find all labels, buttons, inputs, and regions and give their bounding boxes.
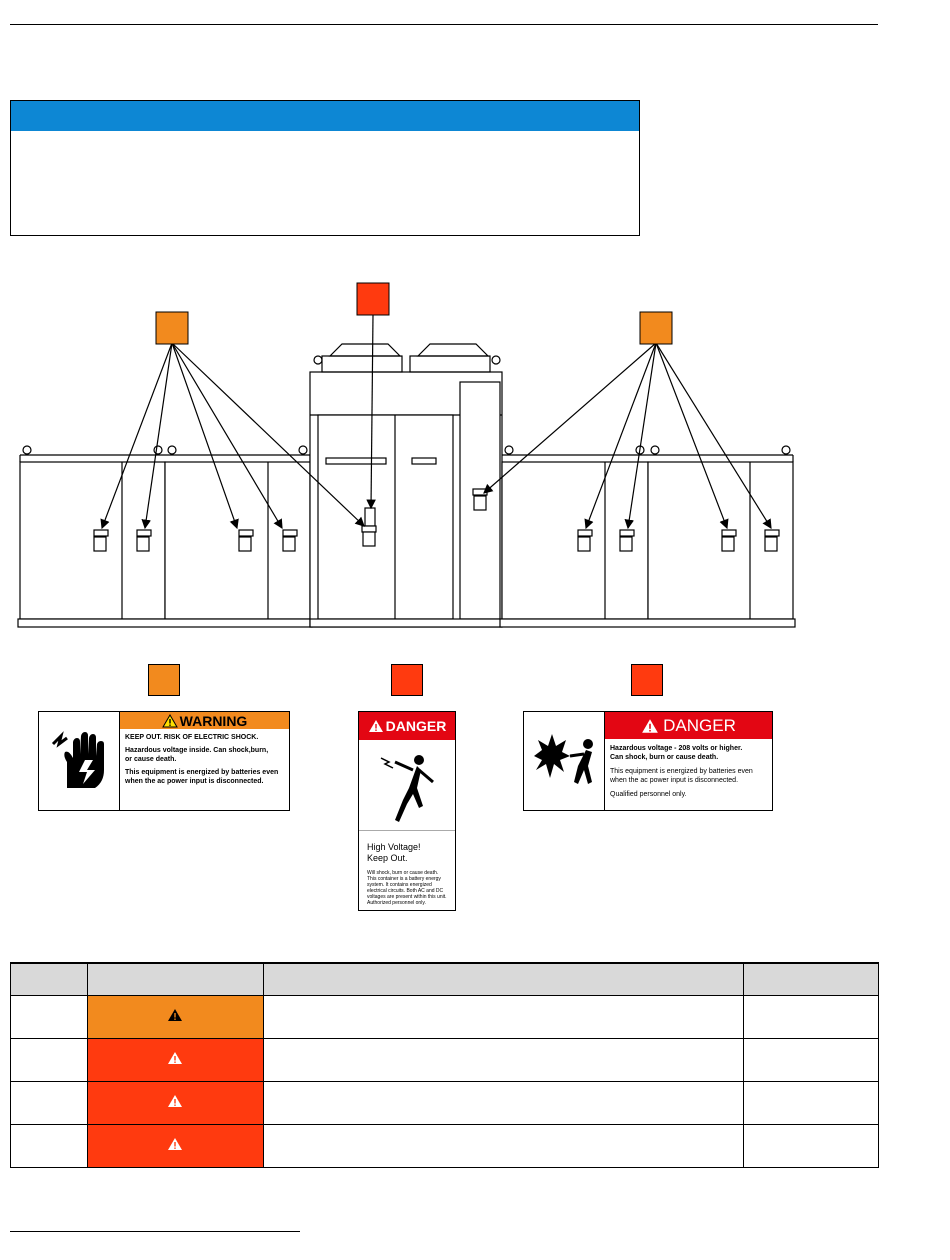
label-positions — [93, 488, 780, 552]
table-cell — [262, 995, 745, 1039]
warning-line: when the ac power input is disconnected. — [125, 778, 264, 785]
danger-wide-header: DANGER — [605, 712, 772, 739]
table-cell — [743, 995, 879, 1039]
warning-label: WARNING KEEP OUT. RISK OF ELECTRIC SHOCK… — [38, 711, 290, 811]
warning-line: This equipment is energized by batteries… — [125, 769, 279, 776]
danger-vertical-label: DANGER High Voltage! Keep Out. Will shoc… — [358, 711, 456, 911]
warning-triangle-icon — [168, 1137, 183, 1150]
danger-vertical-line: voltages are present within this unit. — [367, 894, 447, 900]
warning-line: or cause death. — [125, 756, 177, 763]
danger-vertical-line: electrical circuits. Both AC and DC — [367, 888, 444, 894]
danger-vertical-header: DANGER — [359, 712, 455, 740]
danger-vertical-title: Keep Out. — [367, 853, 408, 863]
table-row — [10, 995, 879, 1039]
table-cell — [743, 1038, 879, 1082]
danger-wide-line: Can shock, burn or cause death. — [610, 754, 719, 761]
table-header-cell — [262, 962, 745, 996]
legend-square-danger-wide — [631, 664, 663, 696]
table-header-cell — [10, 962, 88, 996]
danger-wide-line: when the ac power input is disconnected. — [610, 777, 739, 784]
callout-red-center — [356, 282, 390, 316]
warning-triangle-icon — [168, 1094, 183, 1107]
table-cell — [10, 1124, 88, 1168]
right-cabinet-group — [499, 445, 796, 628]
callout-orange-left — [155, 311, 189, 345]
table-cell — [262, 1038, 745, 1082]
table-header-row — [10, 962, 879, 996]
table-row — [10, 1038, 879, 1082]
severity-cell-danger — [86, 1038, 264, 1082]
danger-wide-line: Qualified personnel only. — [610, 791, 687, 798]
warning-triangle-icon — [642, 718, 658, 733]
danger-wide-header-text: DANGER — [663, 715, 736, 735]
danger-vertical-line: Will shock, burn or cause death. — [367, 870, 439, 876]
note-header-bar — [11, 101, 639, 131]
legend-square-danger-vertical — [391, 664, 423, 696]
severity-cell-danger — [86, 1081, 264, 1125]
danger-wide-line: This equipment is energized by batteries… — [610, 768, 753, 775]
table-row — [10, 1124, 879, 1168]
severity-cell-warning — [86, 995, 264, 1039]
note-box — [10, 100, 640, 236]
warning-triangle-icon — [368, 720, 383, 732]
danger-wide-label: DANGER Hazardous voltage - 208 volts or … — [523, 711, 773, 811]
warning-triangle-icon — [168, 1008, 183, 1021]
table-cell — [262, 1081, 745, 1125]
table-cell — [10, 1081, 88, 1125]
danger-vertical-line: This container is a battery energy — [367, 876, 441, 882]
table-header-cell — [743, 962, 879, 996]
warning-triangle-icon — [161, 713, 178, 727]
warning-triangle-icon — [168, 1051, 183, 1064]
table-header-cell — [86, 962, 264, 996]
header-rule — [10, 24, 878, 25]
electric-shock-person-icon — [534, 734, 593, 784]
labels-table — [10, 962, 879, 1168]
center-unit — [309, 343, 503, 628]
table-cell — [10, 1038, 88, 1082]
danger-wide-line: Hazardous voltage - 208 volts or higher. — [610, 745, 743, 752]
table-row — [10, 1081, 879, 1125]
table-cell — [262, 1124, 745, 1168]
legend-square-warning — [148, 664, 180, 696]
leader-arrows — [100, 314, 772, 530]
danger-vertical-title: High Voltage! — [367, 842, 421, 852]
danger-vertical-header-text: DANGER — [385, 718, 447, 734]
hand-shock-icon — [51, 731, 104, 788]
equipment-diagram — [17, 282, 796, 628]
table-cell — [743, 1081, 879, 1125]
table-cell — [743, 1124, 879, 1168]
warning-line: Hazardous voltage inside. Can shock,burn… — [125, 747, 269, 754]
danger-vertical-line: Authorized personnel only. — [367, 900, 426, 906]
table-cell — [10, 995, 88, 1039]
severity-cell-danger — [86, 1124, 264, 1168]
callout-orange-right — [639, 311, 673, 345]
footnote-rule — [10, 1231, 300, 1232]
danger-vertical-line: system. It contains energized — [367, 882, 432, 888]
left-cabinet-group — [17, 445, 313, 628]
warning-header-text: WARNING — [179, 712, 248, 729]
warning-line: KEEP OUT. RISK OF ELECTRIC SHOCK. — [125, 734, 259, 741]
warning-header: WARNING — [120, 712, 289, 729]
electrocuted-person-icon — [380, 755, 434, 822]
